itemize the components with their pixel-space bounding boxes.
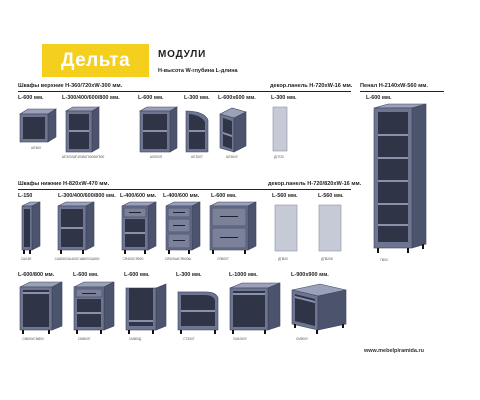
- upper-section-rule: [18, 91, 351, 92]
- upper-dim-2: L-300/400/600/800 мм.: [62, 95, 120, 101]
- upper-decor-panel-image: [272, 106, 288, 152]
- bottom-cabinet-5-image: [229, 282, 281, 334]
- bottom-code-4: СТ300Т: [183, 337, 195, 341]
- bottom-code-5: СМ1000У: [232, 337, 248, 341]
- lower-section-title: Шкафы нижние Н-820хW-470 мм.: [18, 181, 110, 187]
- bottom-dim-4: L-300 мм.: [176, 272, 202, 278]
- lower-code-4: СЯ400Ш/СЯ600Ш: [164, 257, 192, 261]
- modules-title: МОДУЛИ: [158, 49, 207, 60]
- upper-dim-6: L-300 мм.: [271, 95, 297, 101]
- lower-panel-title: декор.панель Н-720/820хW-16 мм.: [268, 181, 362, 187]
- bottom-dim-2: L-600 мм.: [73, 272, 99, 278]
- upper-cabinet-2-image: [64, 106, 101, 153]
- bottom-cabinet-1-image: [19, 281, 63, 334]
- upper-code-1: ШГ600: [31, 146, 41, 150]
- lower-cabinet-1-image: [21, 201, 41, 254]
- bottom-dim-3: L-600 мм.: [124, 272, 150, 278]
- upper-code-4: ШГ300Т: [191, 155, 203, 159]
- upper-cabinet-3-image: [138, 106, 179, 153]
- upper-dim-4: L-300 мм.: [184, 95, 210, 101]
- lower-dim-5: L-600 мм.: [211, 193, 237, 199]
- lower-cabinet-2-image: [57, 201, 95, 254]
- upper-section-title: Шкафы верхние Н-360/720хW-300 мм.: [18, 83, 123, 89]
- upper-cabinet-5-image: [219, 107, 247, 153]
- lower-code-6: ДП820: [278, 257, 288, 261]
- upper-dim-3: L-600 мм.: [138, 95, 164, 101]
- tall-section-title: Пенал Н-2140хW-560 мм.: [360, 83, 428, 89]
- tall-dim: L-600 мм.: [366, 95, 392, 101]
- lower-cabinet-5-image: [209, 201, 257, 254]
- bottom-cabinet-4-image: [177, 291, 219, 334]
- bottom-code-1: СМ600/СМ800: [22, 337, 44, 341]
- upper-cabinet-1-image: [18, 108, 58, 143]
- lower-dim-6: L-560 мм.: [272, 193, 298, 199]
- upper-cabinet-4-image: [185, 110, 209, 153]
- upper-code-6: ДП720: [274, 155, 284, 159]
- bottom-code-3: СМ600Д: [128, 337, 142, 341]
- lower-code-5: СЯ600Т: [217, 257, 229, 261]
- lower-code-2: СШ300/СШ400/СШ600/СШ800: [54, 257, 100, 261]
- lower-cabinet-3-image: [121, 201, 157, 254]
- lower-code-7: ДП820Б: [321, 257, 333, 261]
- bottom-dim-1: L-600/800 мм.: [18, 272, 55, 278]
- bottom-code-2: СМ600П: [77, 337, 91, 341]
- lower-dim-3: L-400/600 мм.: [120, 193, 157, 199]
- bottom-cabinet-3-image: [125, 283, 167, 334]
- bottom-cabinet-2-image: [73, 281, 115, 334]
- bottom-cabinet-6-image: [291, 283, 347, 334]
- bottom-code-6: СМ900У: [295, 337, 309, 341]
- upper-code-3: ШГ600П: [149, 155, 163, 159]
- tall-code: П600: [380, 258, 388, 262]
- lower-decor-panel-1-image: [274, 204, 298, 252]
- modules-subtitle: Н-высота W-глубина L-длина: [158, 68, 238, 74]
- website-link[interactable]: www.mebelpiramida.ru: [363, 348, 424, 354]
- lower-dim-2: L-300/400/600/800 мм.: [58, 193, 116, 199]
- upper-code-5: ШГ600У: [226, 155, 238, 159]
- lower-dim-7: L-560 мм.: [318, 193, 344, 199]
- upper-code-2: ШГ300/ШГ400/ШГ600/ШГ800: [61, 155, 105, 159]
- upper-panel-title: декор.панель Н-720хW-16 мм.: [270, 83, 353, 89]
- lower-cabinet-4-image: [165, 201, 201, 254]
- upper-dim-1: L-600 мм.: [18, 95, 44, 101]
- bottom-dim-5: L-1000 мм.: [229, 272, 258, 278]
- lower-decor-panel-2-image: [318, 204, 342, 252]
- lower-section-rule: [18, 189, 351, 190]
- lower-code-1: СШ150: [20, 257, 32, 261]
- tall-cabinet-image: [373, 103, 427, 253]
- brand-logo: Дельта: [42, 44, 149, 77]
- upper-dim-5: L-600х600 мм.: [218, 95, 256, 101]
- bottom-dim-6: L-900х900 мм.: [291, 272, 329, 278]
- tall-section-rule: [360, 91, 444, 92]
- lower-code-3: СЯ400/СЯ600: [122, 257, 144, 261]
- lower-dim-4: L-400/600 мм.: [163, 193, 200, 199]
- lower-dim-1: L-150: [18, 193, 33, 199]
